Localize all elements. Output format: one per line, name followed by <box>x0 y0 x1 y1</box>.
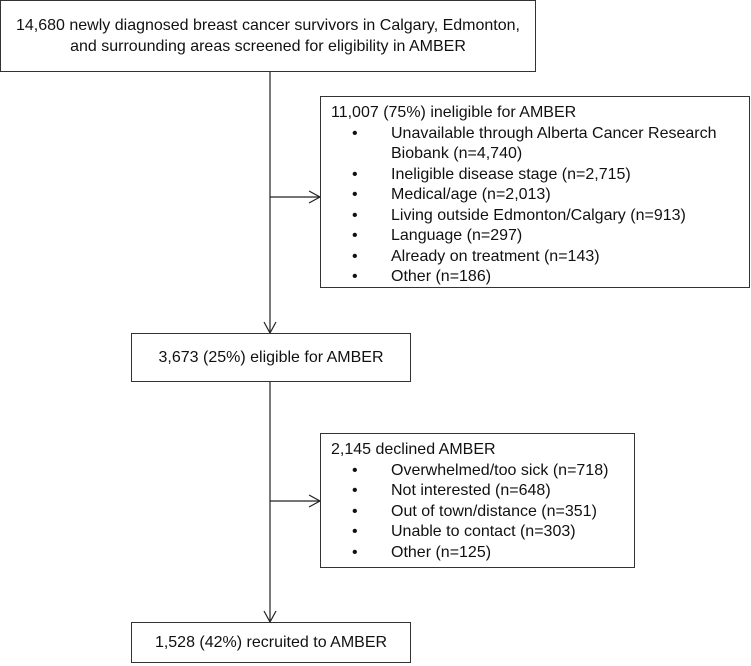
list-item: Unavailable through Alberta Cancer Resea… <box>352 124 721 165</box>
list-item: Other (n=186) <box>352 267 739 288</box>
list-item: Out of town/distance (n=351) <box>352 502 624 523</box>
screened-box: 14,680 newly diagnosed breast cancer sur… <box>0 0 536 72</box>
list-item: Language (n=297) <box>352 226 739 247</box>
list-item: Unable to contact (n=303) <box>352 522 624 543</box>
list-item: Other (n=125) <box>352 543 624 564</box>
list-item: Ineligible disease stage (n=2,715) <box>352 165 739 186</box>
ineligible-box: 11,007 (75%) ineligible for AMBER Unavai… <box>320 96 750 288</box>
eligible-box: 3,673 (25%) eligible for AMBER <box>131 333 411 382</box>
list-item: Overwhelmed/too sick (n=718) <box>352 461 624 482</box>
list-item: Living outside Edmonton/Calgary (n=913) <box>352 206 739 227</box>
ineligible-reasons: Unavailable through Alberta Cancer Resea… <box>331 124 739 288</box>
recruited-text: 1,528 (42%) recruited to AMBER <box>154 634 388 651</box>
eligible-text: 3,673 (25%) eligible for AMBER <box>158 349 384 366</box>
ineligible-title: 11,007 (75%) ineligible for AMBER <box>331 104 577 121</box>
list-item: Already on treatment (n=143) <box>352 247 739 268</box>
list-item: Not interested (n=648) <box>352 481 624 502</box>
declined-box: 2,145 declined AMBER Overwhelmed/too sic… <box>320 433 635 568</box>
recruited-box: 1,528 (42%) recruited to AMBER <box>131 622 411 663</box>
screened-line1: 14,680 newly diagnosed breast cancer sur… <box>16 17 520 34</box>
screened-line2: and surrounding areas screened for eligi… <box>70 38 466 55</box>
declined-title: 2,145 declined AMBER <box>331 441 496 458</box>
list-item: Medical/age (n=2,013) <box>352 185 739 206</box>
declined-reasons: Overwhelmed/too sick (n=718) Not interes… <box>331 461 624 564</box>
